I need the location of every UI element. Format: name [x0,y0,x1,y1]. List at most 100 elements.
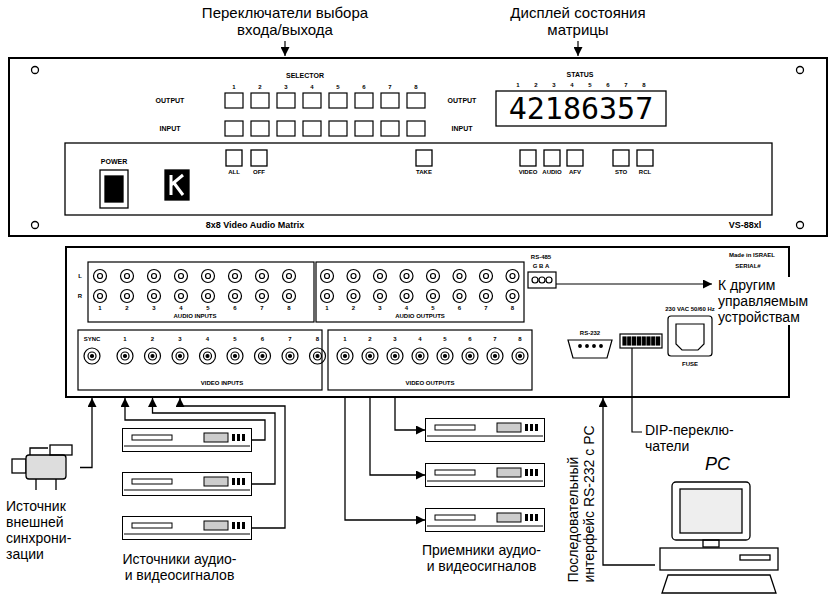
node-text: 4 [310,84,313,90]
node-text: OUTPUT [156,97,185,104]
bnc-connector [416,352,424,360]
vcr-art [425,463,545,487]
bnc-pin [394,355,397,358]
dip-switch [620,334,662,348]
rca-jack [287,274,292,279]
node-text: SYNC [84,336,101,342]
receiver-group: Приемники аудио- и видеосигналов [420,414,550,536]
button [251,150,267,166]
rca-jack [321,290,334,303]
terminal-screw [539,277,545,283]
rca-jack [484,294,489,299]
audio-output-frame [316,262,524,322]
rca-jack [98,294,103,299]
bnc-pin [494,355,497,358]
node-text: 3 [552,82,555,88]
dip-lever [652,337,655,345]
node-text: INPUT [160,125,181,132]
button [613,150,629,166]
node-text: OFF [253,169,265,175]
drive-slot [740,555,770,560]
dip-leader [632,348,642,432]
rs232-pin [579,345,582,348]
rs232-connector [568,340,612,358]
rca-jack [378,294,383,299]
vcr-button [535,424,538,431]
terminal-screw [546,277,552,283]
monitor-neck [703,540,719,547]
rca-jack [510,274,515,279]
bnc-pin [344,355,347,358]
dip-lever [623,337,626,345]
node-text: 4 [418,336,421,342]
bnc-connector [121,352,129,360]
selector-button [225,121,243,136]
node-text: FUSE [682,361,698,367]
bnc-connector [259,352,267,360]
rca-jack [148,270,161,283]
node-text: 5 [336,84,339,90]
rca-jack [453,270,466,283]
vcr-button [525,514,528,521]
vcr-line [124,446,250,447]
rca-jack [229,290,242,303]
selector-button [355,93,373,108]
source-group: Источники аудио- и видеосигналов [118,425,258,545]
node-text: 1 [325,305,328,311]
selector-button [381,121,399,136]
bnc-pin [151,355,154,358]
dip-lever [642,337,645,345]
rca-jack [431,294,436,299]
rca-jack [325,274,330,279]
vcr-art [122,428,252,452]
front-panel-art [32,67,804,229]
callout-label: Переключатели выбора входа/выхода [185,4,385,38]
video-output-frame [328,330,532,390]
rca-jack [152,294,157,299]
bnc-connector [462,348,478,364]
node-text: 5 [206,305,209,311]
node-text: 4 [405,305,408,311]
selector-button [407,93,425,108]
rca-jack [260,274,265,279]
node-text: 230 VAC 50/60 Hz [665,306,715,312]
bnc-pin [124,355,127,358]
node-text: 8 [287,305,290,311]
bnc-connector [314,352,322,360]
vcr-button [535,514,538,521]
node-text: TAKE [416,169,432,175]
node-text: RS-485 [531,254,551,260]
node-text: VIDEO INPUTS [201,380,243,386]
node-text: 4 [179,305,182,311]
node-text: INPUT [452,125,473,132]
rack-hole [797,222,804,229]
rca-jack [480,290,493,303]
screen [680,489,742,533]
signal-connector [345,398,425,520]
node-text: 5 [443,336,446,342]
selector-button [277,93,295,108]
signal-connector [80,398,92,468]
bnc-pin [419,355,422,358]
receiver-vcr [425,418,545,442]
node-text: Источник внешней синхрони- зации [6,498,98,562]
monitor [672,482,750,540]
control-arrow [556,283,712,284]
audio-input-frame [88,262,314,322]
vcr-button [237,522,240,529]
control-frame [65,143,772,215]
vcr-line [427,481,543,482]
rca-jack [121,270,134,283]
node-text: 2 [151,336,154,342]
node-text: 8 [511,305,514,311]
rca-jack [175,290,188,303]
rca-jack [202,290,215,303]
rca-jack [347,290,360,303]
bnc-pin [261,355,264,358]
edge-label: Последовательный интерфейс RS-232 с PC [564,408,596,583]
bnc-pin [91,355,94,358]
vcr-button [530,514,533,521]
bnc-connector [366,352,374,360]
